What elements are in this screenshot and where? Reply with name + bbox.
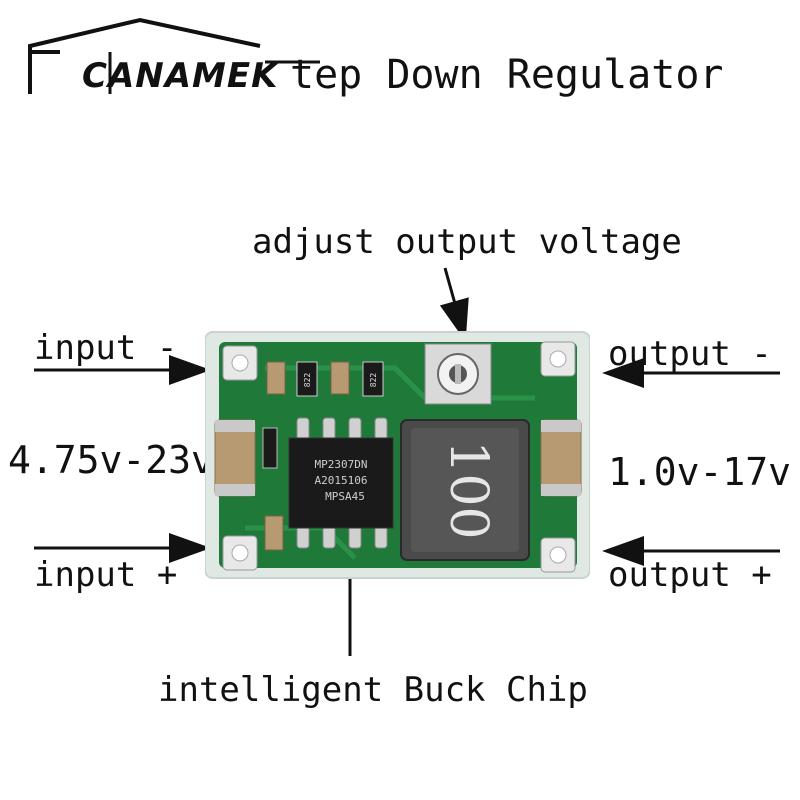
svg-text:A2015106: A2015106 xyxy=(315,474,368,487)
svg-text:MPSA45: MPSA45 xyxy=(325,490,365,503)
resistor-1 xyxy=(296,361,318,397)
svg-text:100: 100 xyxy=(438,440,498,539)
buck-chip-label: intelligent Buck Chip xyxy=(158,670,588,710)
svg-text:822: 822 xyxy=(303,373,312,388)
brand-logo-text: CANAMEK xyxy=(82,56,279,96)
svg-text:822: 822 xyxy=(369,373,378,388)
svg-text:MP2307DN: MP2307DN xyxy=(315,458,368,471)
output-range-label: 1.0v-17v xyxy=(608,450,792,494)
page-title: tep Down Regulator xyxy=(290,52,724,98)
adjust-arrow xyxy=(439,267,469,342)
pcb-board: 822 822 MP2307DN A2015106 MPSA45 xyxy=(205,331,590,579)
input-range-label: 4.75v-23v xyxy=(8,438,214,482)
input-plus-label: input + xyxy=(34,555,178,595)
inductor: 100 xyxy=(400,419,530,561)
adjust-voltage-label: adjust output voltage xyxy=(252,222,682,262)
input-minus-label: input - xyxy=(34,328,178,368)
resistor-2 xyxy=(362,361,384,397)
buck-chip xyxy=(288,437,394,529)
trimmer-potentiometer xyxy=(424,343,492,405)
house-logo-icon xyxy=(28,17,320,94)
